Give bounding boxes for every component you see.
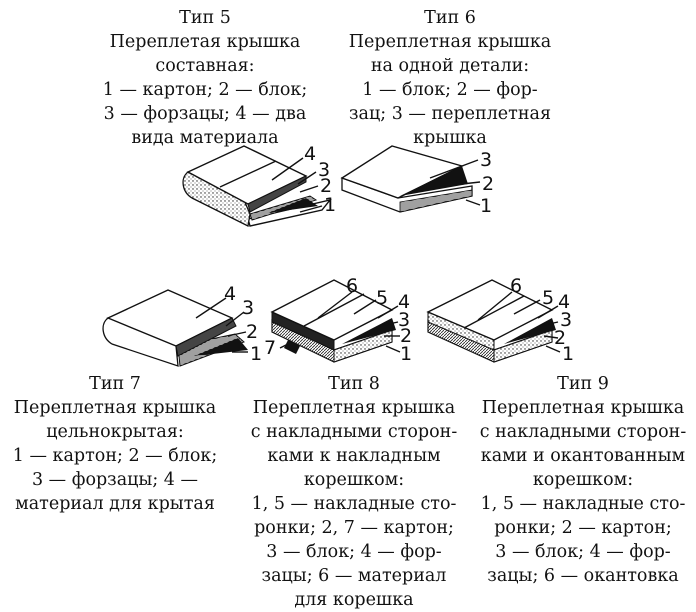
caption-line: с накладными сторон-	[479, 422, 687, 442]
callout-label: 3	[560, 309, 572, 331]
caption-line: ками к накладным	[267, 446, 441, 466]
callout-label: 4	[398, 291, 410, 313]
callout-label: 3	[242, 297, 254, 319]
callout-label: 7	[264, 337, 276, 359]
caption-line: составная:	[155, 56, 255, 76]
book-type-9: 6 5 4 3 2 1	[426, 275, 574, 365]
callout-label: 4	[304, 143, 316, 165]
caption-title: Тип 5	[179, 8, 231, 28]
caption-line: 3 — форзацы; 4 — два	[103, 104, 307, 124]
caption-line: 1, 5 — накладные сто-	[251, 494, 457, 514]
caption-line: на одной детали:	[370, 56, 530, 76]
caption-title: Тип 8	[328, 374, 380, 394]
callout-label: 1	[400, 343, 412, 365]
caption-line: зацы; 6 — материал	[261, 566, 447, 586]
caption-line: зац; 3 — переплетная	[349, 104, 551, 124]
book-type-5: 4 3 2 1	[182, 143, 336, 227]
caption-line: Переплетная крышка	[481, 398, 685, 418]
caption-line: 1 — картон; 2 — блок;	[102, 80, 308, 100]
callout-label: 5	[376, 287, 388, 309]
caption-line: материал для крытая	[15, 494, 215, 514]
callout-label: 1	[324, 194, 336, 216]
caption-line: 1 — картон; 2 — блок;	[12, 446, 218, 466]
caption-line: Переплетная крышка	[13, 398, 217, 418]
caption-line: крышка	[413, 128, 487, 148]
caption-line: 3 — блок; 4 — фор-	[495, 542, 671, 562]
callout-label: 1	[562, 343, 574, 365]
callout-label: 2	[482, 173, 494, 195]
callout-label: 2	[320, 175, 332, 197]
caption-line: для корешка	[294, 590, 414, 610]
callout-label: 4	[558, 291, 570, 313]
caption-line: Переплетная крышка	[252, 398, 456, 418]
caption-line: 3 — блок; 4 — фор-	[266, 542, 442, 562]
callout-label: 5	[542, 287, 554, 309]
callout-label: 3	[480, 149, 492, 171]
caption-title: Тип 7	[89, 374, 141, 394]
caption-line: с накладными сторон-	[250, 422, 458, 442]
caption-line: 3 — форзацы; 4 —	[31, 470, 198, 490]
caption-line: корешком:	[532, 470, 634, 490]
callout-label: 6	[346, 275, 358, 297]
book-type-6: 3 2 1	[340, 145, 494, 217]
caption-line: ками и окантованным	[480, 446, 686, 466]
callout-label: 3	[318, 159, 330, 181]
callout-label: 2	[554, 327, 566, 349]
caption-title: Тип 9	[557, 374, 609, 394]
caption-line: ронки; 2, 7 — картон;	[254, 518, 454, 538]
caption-type-7: Тип 7 Переплетная крышка цельнокрытая: 1…	[0, 372, 230, 516]
callout-label: 2	[400, 325, 412, 347]
callout-label: 3	[398, 309, 410, 331]
callout-label: 4	[224, 283, 236, 305]
book-type-8: 6 5 4 3 2 1 7	[264, 275, 412, 365]
caption-line: 1, 5 — накладные сто-	[480, 494, 686, 514]
caption-type-5: Тип 5 Переплетая крышка составная: 1 — к…	[90, 6, 320, 150]
book-type-7: 4 3 2 1	[102, 283, 262, 367]
caption-type-8: Тип 8 Переплетная крышка с накладными ст…	[240, 372, 468, 612]
caption-line: 1 — блок; 2 — фор-	[362, 80, 538, 100]
caption-line: вида материала	[131, 128, 279, 148]
callout-label: 1	[250, 343, 262, 365]
caption-line: ронки; 2 — картон;	[494, 518, 672, 538]
callout-label: 6	[510, 275, 522, 297]
callout-label: 2	[246, 321, 258, 343]
caption-line: корешком:	[303, 470, 405, 490]
caption-line: Переплетная крышка	[348, 32, 552, 52]
caption-type-6: Тип 6 Переплетная крышка на одной детали…	[335, 6, 565, 150]
caption-line: зацы; 6 — окантовка	[487, 566, 679, 586]
callout-label: 1	[480, 195, 492, 217]
caption-type-9: Тип 9 Переплетная крышка с накладными ст…	[470, 372, 696, 588]
caption-line: цельнокрытая:	[46, 422, 184, 442]
caption-title: Тип 6	[424, 8, 476, 28]
caption-line: Переплетая крышка	[109, 32, 301, 52]
